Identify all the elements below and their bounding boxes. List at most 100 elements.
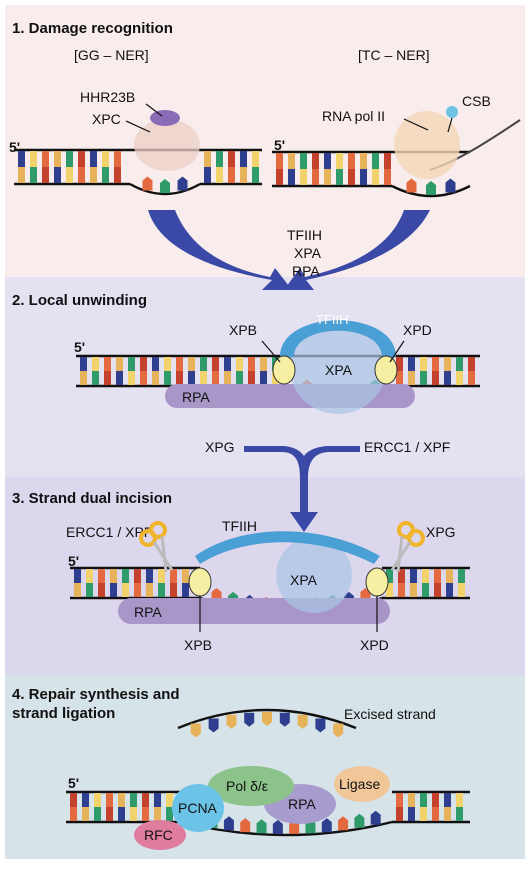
gg-dna-right-base-pair-top	[252, 151, 259, 167]
scissors-handle	[149, 521, 167, 539]
p2-dna-left-base-pair-top	[80, 357, 87, 371]
xpg-label-arrow: XPG	[205, 439, 235, 455]
gg-bubble-exposed-base	[142, 176, 153, 191]
p2-dna-left-base-pair-top	[224, 357, 231, 371]
p2-dna-right-base-pair-top	[468, 357, 475, 371]
tc-dna-left-base-pair-top	[312, 153, 319, 169]
gg-dna-left-base-pair-bottom	[102, 167, 109, 183]
p4-dna-left-base-pair-top	[166, 793, 173, 807]
rpa-label-p4: RPA	[288, 796, 316, 812]
hhr23b-leader	[145, 103, 163, 117]
ercc1-label-p3: ERCC1 / XPF	[66, 524, 152, 540]
tc-dna-left-base-pair-bottom	[300, 169, 307, 185]
gg-dna-left-base-pair-top	[114, 151, 121, 167]
xpa-protein-p3	[276, 537, 352, 613]
p2-dna-left-base-pair-top	[104, 357, 111, 371]
p3-dna-left-base-pair-top	[74, 569, 81, 583]
p4-dna-left-base-pair-top	[106, 793, 113, 807]
gg-dna-right-base-pair-top	[228, 151, 235, 167]
p3-dna-left-base-pair-bottom	[170, 583, 177, 597]
p2-dna-left-base-pair-top	[176, 357, 183, 371]
gg-dna-left-base-pair-bottom	[90, 167, 97, 183]
gg-dna-left-base-pair-bottom	[78, 167, 85, 183]
p3-dna-right-base-pair-bottom	[434, 583, 441, 597]
p2-dna-right-base-pair-bottom	[432, 371, 439, 385]
p2-dna-left-base-pair-bottom	[140, 371, 147, 385]
gg-dna-left-base-pair-bottom	[30, 167, 37, 183]
p4-dna-left-base-pair-top	[118, 793, 125, 807]
p4-dna-left-base-pair-top	[70, 793, 77, 807]
p2-dna-right-base-pair-bottom	[420, 371, 427, 385]
five-prime-p3: 5'	[68, 553, 79, 569]
five-prime-p4: 5'	[68, 775, 79, 791]
p2-dna-right-base-pair-bottom	[468, 371, 475, 385]
p4-dna-left-base-pair-top	[142, 793, 149, 807]
p4-dna-left-base-pair-bottom	[106, 807, 113, 821]
tc-dna-left-base-pair-top	[372, 153, 379, 169]
tc-dna-left-base-pair-top	[360, 153, 367, 169]
p2-dna-left-base-pair-bottom	[116, 371, 123, 385]
xpc-protein	[134, 119, 200, 171]
tc-bubble-exposed-base	[406, 178, 417, 193]
p2-dna-right-base-pair-bottom	[456, 371, 463, 385]
p4-dna-left-base-pair-bottom	[82, 807, 89, 821]
p3-dna-left-base-pair-top	[146, 569, 153, 583]
p3-dna-left-base-pair-top	[86, 569, 93, 583]
xpa-label-p2: XPA	[325, 362, 353, 378]
tc-dna-left-base-pair-bottom	[276, 169, 283, 185]
excised-strand-base	[297, 714, 308, 729]
gg-dna-right-base-pair-top	[240, 151, 247, 167]
p2-dna-left-base-pair-top	[212, 357, 219, 371]
p2-dna-left-base-pair-bottom	[236, 371, 243, 385]
pcna-protein	[172, 784, 224, 832]
xpd-protein-p3	[365, 567, 389, 597]
rfc-label: RFC	[144, 827, 173, 843]
p4-dna-right-base-pair-bottom	[444, 807, 451, 821]
factor-tfiih: TFIIH	[287, 227, 322, 243]
right-converging-arrow	[284, 210, 430, 290]
p4-dna-right-base-pair-top	[444, 793, 451, 807]
tfiih-protein-p2	[280, 320, 396, 357]
gg-dna-left-base-pair-bottom	[18, 167, 25, 183]
excised-strand-base	[315, 718, 326, 733]
p3-dna-right-base-pair-top	[458, 569, 465, 583]
p2-dna-left-base-pair-bottom	[128, 371, 135, 385]
p2-dna-left-base-pair-top	[152, 357, 159, 371]
xpd-label-p2: XPD	[403, 322, 432, 338]
p2-dna-left-base-pair-bottom	[248, 371, 255, 385]
incision-arrow	[244, 446, 360, 532]
gg-dna-left-base-pair-bottom	[66, 167, 73, 183]
p3-dna-right-base-pair-bottom	[386, 583, 393, 597]
p4-bubble-exposed-base	[338, 816, 349, 831]
p3-dna-left-base-pair-top	[170, 569, 177, 583]
excised-strand-base	[262, 712, 272, 726]
p2-dna-left-base-pair-bottom	[188, 371, 195, 385]
hhr23b-label: HHR23B	[80, 89, 135, 105]
tc-dna-left-base-pair-bottom	[348, 169, 355, 185]
p3-dna-right-base-pair-bottom	[446, 583, 453, 597]
p2-dna-left-base-pair-bottom	[80, 371, 87, 385]
p4-bubble-exposed-base	[354, 813, 365, 828]
tc-dna-left-base-pair-bottom	[384, 169, 391, 185]
p2-dna-left-base-pair-top	[92, 357, 99, 371]
pol-label: Pol δ/ε	[226, 778, 268, 794]
rna-pol-ii-leader	[403, 118, 429, 131]
p3-dna-left-base-pair-top	[158, 569, 165, 583]
p2-dna-left-base-pair-top	[188, 357, 195, 371]
tc-dna-left-base-pair-bottom	[360, 169, 367, 185]
excised-strand-backbone	[177, 708, 357, 730]
gg-dna-left-base-pair-top	[54, 151, 61, 167]
gg-dna-right-base-pair-top	[216, 151, 223, 167]
left-converging-arrow	[148, 210, 292, 290]
p4-dna-left-base-pair-top	[130, 793, 137, 807]
gg-dna-right-base-pair-bottom	[216, 167, 223, 183]
scissors-icon-left	[139, 521, 174, 573]
gg-dna-right-base-pair-bottom	[252, 167, 259, 183]
panel-2-title: 2. Local unwinding	[12, 292, 147, 309]
hhr23b-protein	[150, 110, 180, 126]
p4-dna-left-base-pair-bottom	[70, 807, 77, 821]
p2-dna-right-base-pair-top	[396, 357, 403, 371]
p2-dna-left-base-pair-top	[248, 357, 255, 371]
gg-dna-right-base-pair-bottom	[228, 167, 235, 183]
tc-ner-label: [TC – NER]	[358, 47, 430, 63]
